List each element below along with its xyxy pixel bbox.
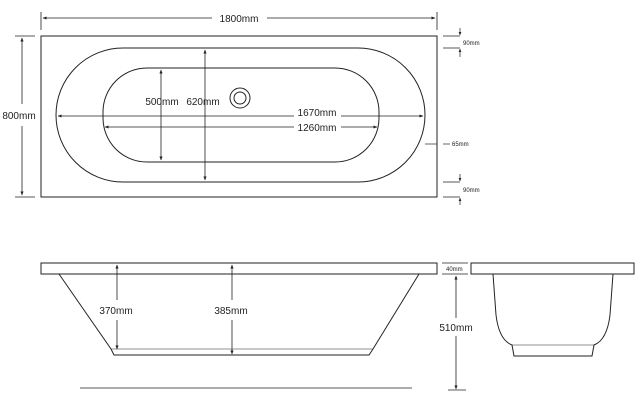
label-base-length: 1260mm <box>298 123 337 134</box>
waste-outlet-inner <box>233 91 247 105</box>
side-view-rim <box>40 262 438 275</box>
dim-rim-thickness <box>442 262 468 275</box>
dim-overall-width <box>15 35 35 198</box>
dim-end-rim-top <box>443 28 462 57</box>
label-depth-to-waste: 385mm <box>214 306 247 317</box>
dim-overall-height <box>448 275 466 391</box>
dim-overall-length <box>40 12 438 30</box>
label-depth-to-base: 370mm <box>99 306 132 317</box>
label-base-width: 500mm <box>145 97 178 108</box>
top-view <box>40 35 438 198</box>
top-view-outer-rim <box>40 35 438 198</box>
label-inner-width: 620mm <box>186 97 219 108</box>
label-overall-height: 510mm <box>439 323 472 334</box>
side-view <box>40 262 438 389</box>
waste-outlet <box>229 87 251 109</box>
end-view <box>470 262 635 357</box>
end-view-body <box>492 273 614 357</box>
top-view-base <box>102 67 380 163</box>
side-view-body <box>58 273 420 356</box>
end-view-rim <box>470 262 635 275</box>
label-overall-width: 800mm <box>2 111 35 122</box>
label-end-rim-top: 90mm <box>463 41 480 47</box>
label-side-rim: 65mm <box>452 142 469 148</box>
label-end-rim-bottom: 90mm <box>463 188 480 194</box>
label-inner-length: 1670mm <box>298 108 337 119</box>
label-rim-thickness: 40mm <box>446 267 463 273</box>
dim-end-rim-bottom <box>443 174 462 205</box>
top-view-inner-bowl <box>55 47 426 183</box>
label-overall-length: 1800mm <box>220 14 259 25</box>
